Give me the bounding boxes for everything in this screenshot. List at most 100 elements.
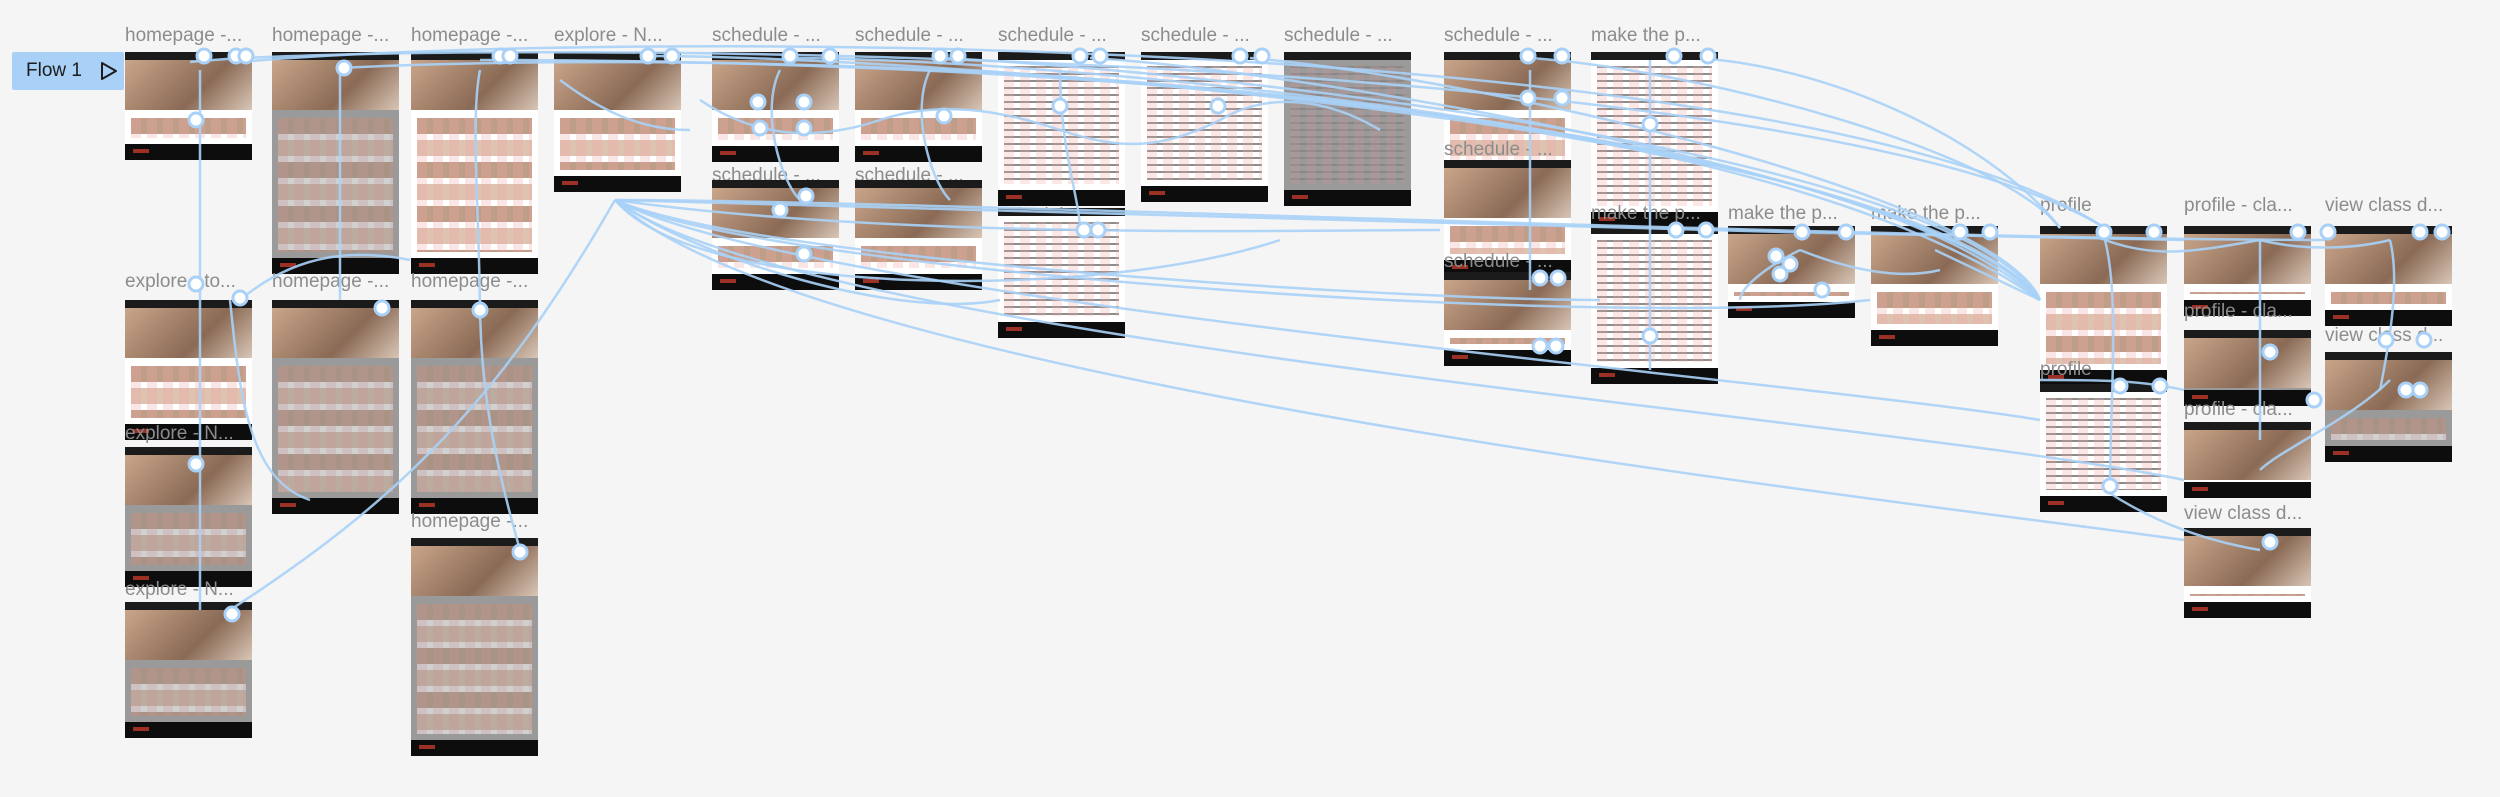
frame-label[interactable]: profile - cla...	[2184, 400, 2293, 420]
frame-label[interactable]: make the p...	[1591, 204, 1701, 224]
frame-content	[2190, 292, 2305, 294]
frame-label[interactable]: schedule - ...	[998, 26, 1107, 46]
frame-thumbnail[interactable]	[125, 447, 252, 587]
frame-label[interactable]: explore - N...	[554, 26, 663, 46]
frame-label[interactable]: schedule - ...	[1444, 26, 1553, 46]
frame-thumbnail[interactable]	[1591, 226, 1718, 384]
frame-label[interactable]: homepage -...	[411, 512, 529, 532]
frame-label[interactable]: profile - cla...	[2184, 196, 2293, 216]
frame-header	[411, 300, 538, 308]
frame-header	[1444, 272, 1571, 280]
frame-content	[278, 118, 393, 252]
frame-footer	[1728, 302, 1855, 318]
frame-thumbnail[interactable]	[554, 52, 681, 192]
frame-header	[712, 52, 839, 60]
flow-starting-point[interactable]: Flow 1	[12, 52, 124, 90]
frame-thumbnail[interactable]	[712, 52, 839, 162]
frame-header	[1444, 160, 1571, 168]
frame-content	[718, 118, 833, 140]
frame-thumbnail[interactable]	[1284, 52, 1411, 206]
frame-hero-image	[554, 60, 681, 110]
frame-label[interactable]: homepage -...	[125, 26, 243, 46]
frame-label[interactable]: schedule - ...	[1444, 252, 1553, 272]
frame-label[interactable]: homepage -...	[411, 26, 529, 46]
frame-hero-image	[2184, 430, 2311, 480]
frame-thumbnail[interactable]	[2040, 384, 2167, 512]
frame-label[interactable]: homepage -...	[272, 26, 390, 46]
frame-thumbnail[interactable]	[998, 52, 1125, 206]
frame-thumbnail[interactable]	[125, 602, 252, 738]
frame-label[interactable]: schedule - ...	[712, 26, 821, 46]
frame-label[interactable]: profile	[2040, 360, 2092, 380]
frame-header	[1591, 226, 1718, 234]
frame-label[interactable]: profile - cla...	[2184, 302, 2293, 322]
frame-content	[1290, 66, 1405, 184]
frame-thumbnail[interactable]	[1444, 272, 1571, 366]
frame-content	[417, 118, 532, 252]
frame-label[interactable]: view class d...	[2325, 196, 2444, 216]
frame-label[interactable]: profile	[2040, 196, 2092, 216]
frame-label[interactable]: explore - N...	[125, 580, 234, 600]
frame-label[interactable]: homepage -...	[272, 272, 390, 292]
frame-label[interactable]: schedule - ...	[1141, 26, 1250, 46]
frame-thumbnail[interactable]	[1871, 226, 1998, 346]
frame-header	[2184, 226, 2311, 234]
frame-footer	[125, 424, 252, 440]
frame-hero-image	[2325, 234, 2452, 284]
frame-thumbnail[interactable]	[125, 300, 252, 440]
frame-footer	[2184, 602, 2311, 618]
frame-header	[855, 180, 982, 188]
frame-thumbnail[interactable]	[125, 52, 252, 160]
frame-content	[1450, 338, 1565, 344]
frame-content	[1597, 240, 1712, 362]
frame-thumbnail[interactable]	[411, 538, 538, 756]
frame-header	[554, 52, 681, 60]
frame-content	[1877, 292, 1992, 324]
frame-label[interactable]: make the p...	[1591, 26, 1701, 46]
frame-thumbnail[interactable]	[2325, 226, 2452, 326]
frame-label[interactable]: view class d...	[2325, 326, 2444, 346]
frame-hero-image	[2325, 360, 2452, 410]
frame-hero-image	[855, 188, 982, 238]
frame-thumbnail[interactable]	[411, 52, 538, 274]
frame-hero-image	[1871, 234, 1998, 284]
frame-thumbnail[interactable]	[411, 300, 538, 514]
frame-label[interactable]: make the p...	[1728, 204, 1838, 224]
frame-thumbnail[interactable]	[998, 208, 1125, 338]
frame-thumbnail[interactable]	[1728, 226, 1855, 318]
frame-footer	[855, 146, 982, 162]
frame-thumbnail[interactable]	[855, 52, 982, 162]
frame-thumbnail[interactable]	[2184, 528, 2311, 618]
frame-hero-image	[125, 455, 252, 505]
frame-thumbnail[interactable]	[2184, 422, 2311, 498]
frame-header	[411, 52, 538, 60]
play-icon[interactable]	[100, 61, 118, 81]
frame-hero-image	[411, 308, 538, 358]
frame-thumbnail[interactable]	[1591, 52, 1718, 228]
frame-thumbnail[interactable]	[2184, 330, 2311, 406]
frame-label[interactable]: homepage -...	[411, 272, 529, 292]
frame-thumbnail[interactable]	[855, 180, 982, 290]
frame-hero-image	[2040, 234, 2167, 284]
frame-label[interactable]: explore - N...	[125, 424, 234, 444]
frame-header	[855, 52, 982, 60]
frame-hero-image	[272, 60, 399, 110]
frame-footer	[2184, 482, 2311, 498]
frame-thumbnail[interactable]	[272, 300, 399, 514]
frame-thumbnail[interactable]	[272, 52, 399, 274]
frame-header	[1284, 52, 1411, 60]
frame-label[interactable]: schedule - ...	[1444, 140, 1553, 160]
frame-label[interactable]: schedule - ...	[1284, 26, 1393, 46]
frame-label[interactable]: explore - to...	[125, 272, 236, 292]
frame-content	[1734, 292, 1849, 296]
frame-label[interactable]: view class d...	[2184, 504, 2303, 524]
frame-content	[1147, 66, 1262, 180]
frame-thumbnail[interactable]	[2325, 352, 2452, 462]
frame-label[interactable]: schedule - ...	[855, 26, 964, 46]
frame-thumbnail[interactable]	[712, 180, 839, 290]
frame-header	[2184, 528, 2311, 536]
frame-label[interactable]: make the p...	[1871, 204, 1981, 224]
frame-thumbnail[interactable]	[1141, 52, 1268, 202]
frame-footer	[2325, 446, 2452, 462]
